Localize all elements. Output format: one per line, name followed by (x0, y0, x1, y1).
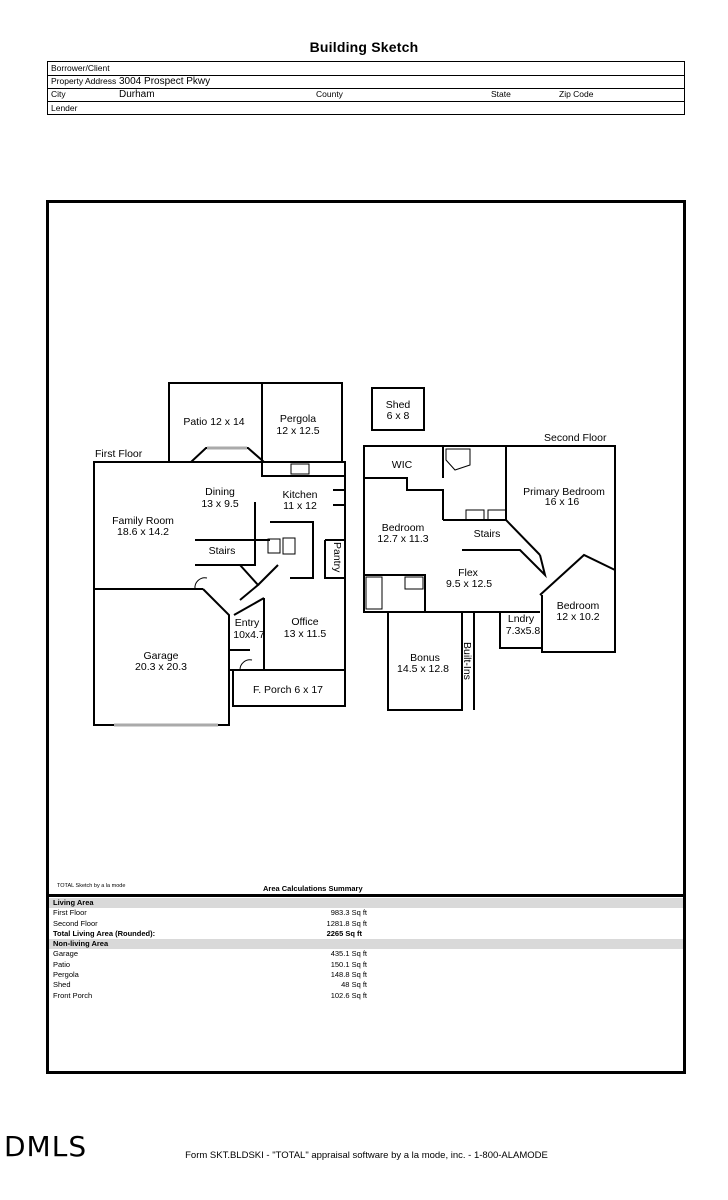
sketch-frame (46, 200, 686, 1074)
laundry-name: Lndry (508, 613, 535, 625)
stairs-second-label: Stairs (474, 528, 501, 540)
wic-label: WIC (392, 459, 413, 471)
office-name: Office (291, 616, 318, 628)
entry-name: Entry (235, 617, 260, 629)
summary-divider (49, 894, 683, 897)
primary-bedroom-dim: 16 x 16 (545, 496, 580, 508)
bedroom-2-name: Bedroom (557, 600, 600, 612)
entry-dim: 10x4.7 (233, 629, 265, 641)
pergola-name: Pergola (280, 413, 316, 425)
bedroom-1-dim: 12.7 x 11.3 (377, 533, 428, 545)
dining-name: Dining (205, 486, 235, 498)
pergola-outline (261, 382, 343, 463)
porch-outline (232, 669, 346, 707)
dmls-logo: DMLS (4, 1130, 88, 1163)
lender-row: Lender (48, 102, 684, 115)
address-row: Property Address 3004 Prospect Pkwy (48, 75, 684, 89)
city-value: Durham (119, 89, 155, 100)
garage-dim: 20.3 x 20.3 (135, 661, 187, 673)
second-floor-label: Second Floor (544, 432, 607, 444)
second-floor-outline (363, 445, 616, 711)
garage-name: Garage (143, 650, 178, 662)
total-living-row: Total Living Area (Rounded):2265 Sq ft (53, 928, 362, 938)
stairs-first-label: Stairs (209, 545, 236, 557)
bonus-dim: 14.5 x 12.8 (397, 663, 449, 675)
flex-dim: 9.5 x 12.5 (446, 578, 492, 590)
family-room-name: Family Room (112, 515, 174, 527)
porch-label: F. Porch 6 x 17 (253, 684, 323, 696)
first-floor-label: First Floor (95, 448, 143, 460)
lender-label: Lender (51, 103, 78, 113)
non-living-area-header: Non-living Area (49, 939, 683, 950)
city-row: City Durham County State Zip Code (48, 88, 684, 102)
office-dim: 13 x 11.5 (284, 628, 327, 640)
property-info-table: Borrower/Client Property Address 3004 Pr… (47, 61, 685, 115)
patio-label: Patio 12 x 14 (183, 416, 244, 428)
garage-wall (94, 588, 230, 670)
shed-dim: 6 x 8 (387, 410, 410, 422)
living-area-header: Living Area (49, 898, 683, 909)
form-footer: Form SKT.BLDSKI - "TOTAL" appraisal soft… (185, 1150, 548, 1161)
county-label: County (316, 89, 343, 99)
bedroom-1-name: Bedroom (382, 522, 425, 534)
pergola-dim: 12 x 12.5 (276, 425, 319, 437)
city-label: City (51, 89, 66, 99)
state-label: State (491, 89, 511, 99)
laundry-dim: 7.3x5.8 (506, 625, 541, 637)
flex-name: Flex (458, 567, 479, 579)
bonus-name: Bonus (410, 652, 440, 664)
summary-title: Area Calculations Summary (263, 884, 363, 893)
bedroom-2-dim: 12 x 10.2 (556, 611, 599, 623)
address-label: Property Address (51, 76, 117, 86)
borrower-label: Borrower/Client (51, 63, 110, 73)
family-room-dim: 18.6 x 14.2 (117, 526, 169, 538)
sketch-credit: TOTAL Sketch by a la mode (57, 883, 126, 889)
shed-outline (371, 387, 425, 431)
primary-bedroom-name: Primary Bedroom (523, 486, 605, 498)
page-title: Building Sketch (309, 39, 419, 55)
dining-dim: 13 x 9.5 (201, 498, 239, 510)
built-ins-label: Built-Ins (461, 642, 473, 680)
shed-name: Shed (386, 399, 411, 411)
kitchen-name: Kitchen (282, 489, 317, 501)
address-value: 3004 Prospect Pkwy (119, 76, 211, 87)
borrower-row: Borrower/Client (48, 62, 684, 76)
pantry-label: Pantry (331, 542, 343, 573)
zip-label: Zip Code (559, 89, 594, 99)
kitchen-dim: 11 x 12 (283, 500, 317, 512)
